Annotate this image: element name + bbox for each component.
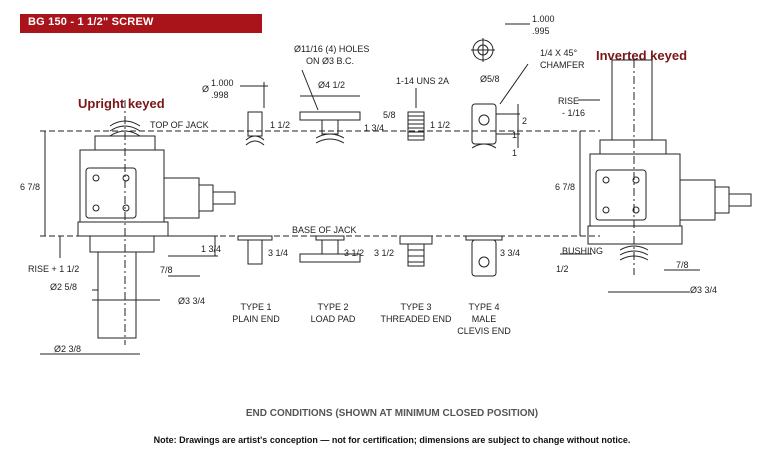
right-dimension-labels: RISE - 1/16 6 7/8 1/2 7/8 Ø3 3/4 <box>555 96 717 295</box>
page-title: BG 150 - 1 1/2" SCREW <box>28 16 154 28</box>
right-rise: RISE <box>558 96 579 106</box>
type3-base-height: 3 1/2 <box>374 248 394 258</box>
type2-label-1: TYPE 2 <box>317 302 348 312</box>
type1-label-2: PLAIN END <box>232 314 280 324</box>
bottom-dimension-labels: 3 1/4 3 1/2 3 1/2 3 3/4 <box>268 248 520 258</box>
chamfer-2: CHAMFER <box>540 60 585 70</box>
clevis-2: 2 <box>522 116 527 126</box>
left-dia-238: Ø2 3/8 <box>54 344 81 354</box>
type2-label-2: LOAD PAD <box>311 314 356 324</box>
clevis-dia: Ø5/8 <box>480 74 500 84</box>
clevis-1b: 1 <box>512 148 517 158</box>
left-dimension-labels: 6 7/8 RISE + 1 1/2 Ø2 5/8 Ø3 3/4 Ø2 3/8 … <box>20 182 221 354</box>
bushing-label: BUSHING <box>562 246 603 256</box>
top-dimension-labels: Ø 1.000 .998 1 1/2 Ø11/16 (4) HOLES ON Ø… <box>202 14 585 158</box>
right-dia-334: Ø3 3/4 <box>690 285 717 295</box>
left-h-78: 7/8 <box>160 265 173 275</box>
inverted-keyed-heading: Inverted keyed <box>596 48 688 63</box>
type1-label-1: TYPE 1 <box>240 302 271 312</box>
type1-dia-prefix: Ø <box>202 84 209 94</box>
right-height: 6 7/8 <box>555 182 575 192</box>
right-half: 1/2 <box>556 264 569 274</box>
type-labels: TYPE 1 PLAIN END TYPE 2 LOAD PAD TYPE 3 … <box>232 302 511 336</box>
pad-height: 1 3/4 <box>364 123 384 133</box>
title-bar <box>20 14 262 33</box>
pad-holes-1: Ø11/16 (4) HOLES <box>294 44 369 54</box>
upright-keyed-heading: Upright keyed <box>78 96 165 111</box>
type4-label-2: MALE <box>472 314 497 324</box>
disclaimer-note: Note: Drawings are artist's conception —… <box>153 435 631 445</box>
right-h-78: 7/8 <box>676 260 689 270</box>
type1-dia-num: 1.000 <box>211 78 234 88</box>
caption: END CONDITIONS (SHOWN AT MINIMUM CLOSED … <box>245 408 539 419</box>
type1-height: 1 1/2 <box>270 120 290 130</box>
pad-58: 5/8 <box>383 110 396 120</box>
right-rise-sub: - 1/16 <box>562 108 585 118</box>
pin-num: 1.000 <box>532 14 555 24</box>
clevis-1a: 1 <box>512 130 517 140</box>
type2-base-height: 3 1/2 <box>344 248 364 258</box>
top-of-jack-label: TOP OF JACK <box>150 120 209 130</box>
type4-label-1: TYPE 4 <box>468 302 499 312</box>
left-height-dim: 6 7/8 <box>20 182 40 192</box>
pad-dia: Ø4 1/2 <box>318 80 345 90</box>
pad-holes-2: ON Ø3 B.C. <box>306 56 354 66</box>
type4-base-height: 3 3/4 <box>500 248 520 258</box>
type4-label-3: CLEVIS END <box>457 326 511 336</box>
base-of-jack-label: BASE OF JACK <box>292 225 357 235</box>
left-h-134: 1 3/4 <box>201 244 221 254</box>
left-rise-dim: RISE + 1 1/2 <box>28 264 79 274</box>
left-dia-334: Ø3 3/4 <box>178 296 205 306</box>
pin-den: .995 <box>532 26 550 36</box>
type3-height: 1 1/2 <box>430 120 450 130</box>
type1-dia-den: .998 <box>211 90 229 100</box>
type3-label-2: THREADED END <box>380 314 452 324</box>
chamfer-1: 1/4 X 45° <box>540 48 578 58</box>
left-dia-258: Ø2 5/8 <box>50 282 77 292</box>
type1-base-height: 3 1/4 <box>268 248 288 258</box>
reference-labels: TOP OF JACK BASE OF JACK BUSHING <box>150 120 603 256</box>
thread-spec: 1-14 UNS 2A <box>396 76 449 86</box>
type3-label-1: TYPE 3 <box>400 302 431 312</box>
